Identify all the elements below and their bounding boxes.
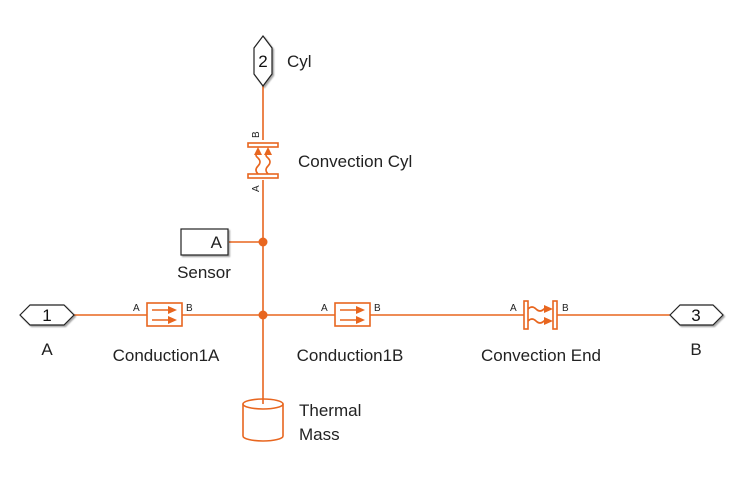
block-label: Sensor xyxy=(177,263,231,282)
block-label: Conduction1A xyxy=(113,346,220,365)
convection-icon xyxy=(247,142,279,179)
thermal-mass-icon xyxy=(242,398,284,442)
block-sensor[interactable]: A Sensor xyxy=(177,228,231,282)
port-b-label: B xyxy=(186,303,193,314)
port-a-label: A xyxy=(321,303,328,314)
port-b-label: B xyxy=(251,131,262,138)
port-b-label: B xyxy=(374,303,381,314)
block-label-line2: Mass xyxy=(299,425,340,444)
connection-port-icon xyxy=(669,304,724,326)
connection-port-icon xyxy=(19,304,75,326)
junction-dot xyxy=(258,310,268,320)
wires xyxy=(74,86,670,400)
block-label: Convection End xyxy=(481,346,601,365)
port-number: 2 xyxy=(258,52,267,71)
connection-port-icon xyxy=(253,35,273,87)
port-label: B xyxy=(690,340,701,359)
block-label-line1: Thermal xyxy=(299,401,361,420)
port-number: 3 xyxy=(691,306,700,325)
port-a-label: A xyxy=(510,303,517,314)
block-thermal-mass[interactable]: Thermal Mass xyxy=(242,398,361,444)
block-conduction1b[interactable]: A B Conduction1B xyxy=(297,302,404,365)
block-convection-end[interactable]: A B Convection End xyxy=(481,300,601,365)
block-convection-cyl[interactable]: B A Convection Cyl xyxy=(247,131,412,192)
sensor-block-icon xyxy=(180,228,229,256)
junction-dot xyxy=(258,237,268,247)
port-a[interactable]: 1 A xyxy=(19,304,75,359)
sensor-port-label: A xyxy=(211,233,223,252)
port-number: 1 xyxy=(42,306,51,325)
conduction-icon xyxy=(334,302,371,327)
port-b-label: B xyxy=(562,303,569,314)
convection-icon xyxy=(523,300,558,330)
block-label: Conduction1B xyxy=(297,346,404,365)
conduction-icon xyxy=(146,302,183,327)
port-a-label: A xyxy=(133,303,140,314)
port-cyl[interactable]: 2 Cyl xyxy=(253,35,312,87)
port-a-label: A xyxy=(251,185,262,192)
port-b[interactable]: 3 B xyxy=(669,304,724,359)
port-label: Cyl xyxy=(287,52,312,71)
port-label: A xyxy=(41,340,53,359)
block-conduction1a[interactable]: A B Conduction1A xyxy=(113,302,220,365)
block-label: Convection Cyl xyxy=(298,152,412,171)
